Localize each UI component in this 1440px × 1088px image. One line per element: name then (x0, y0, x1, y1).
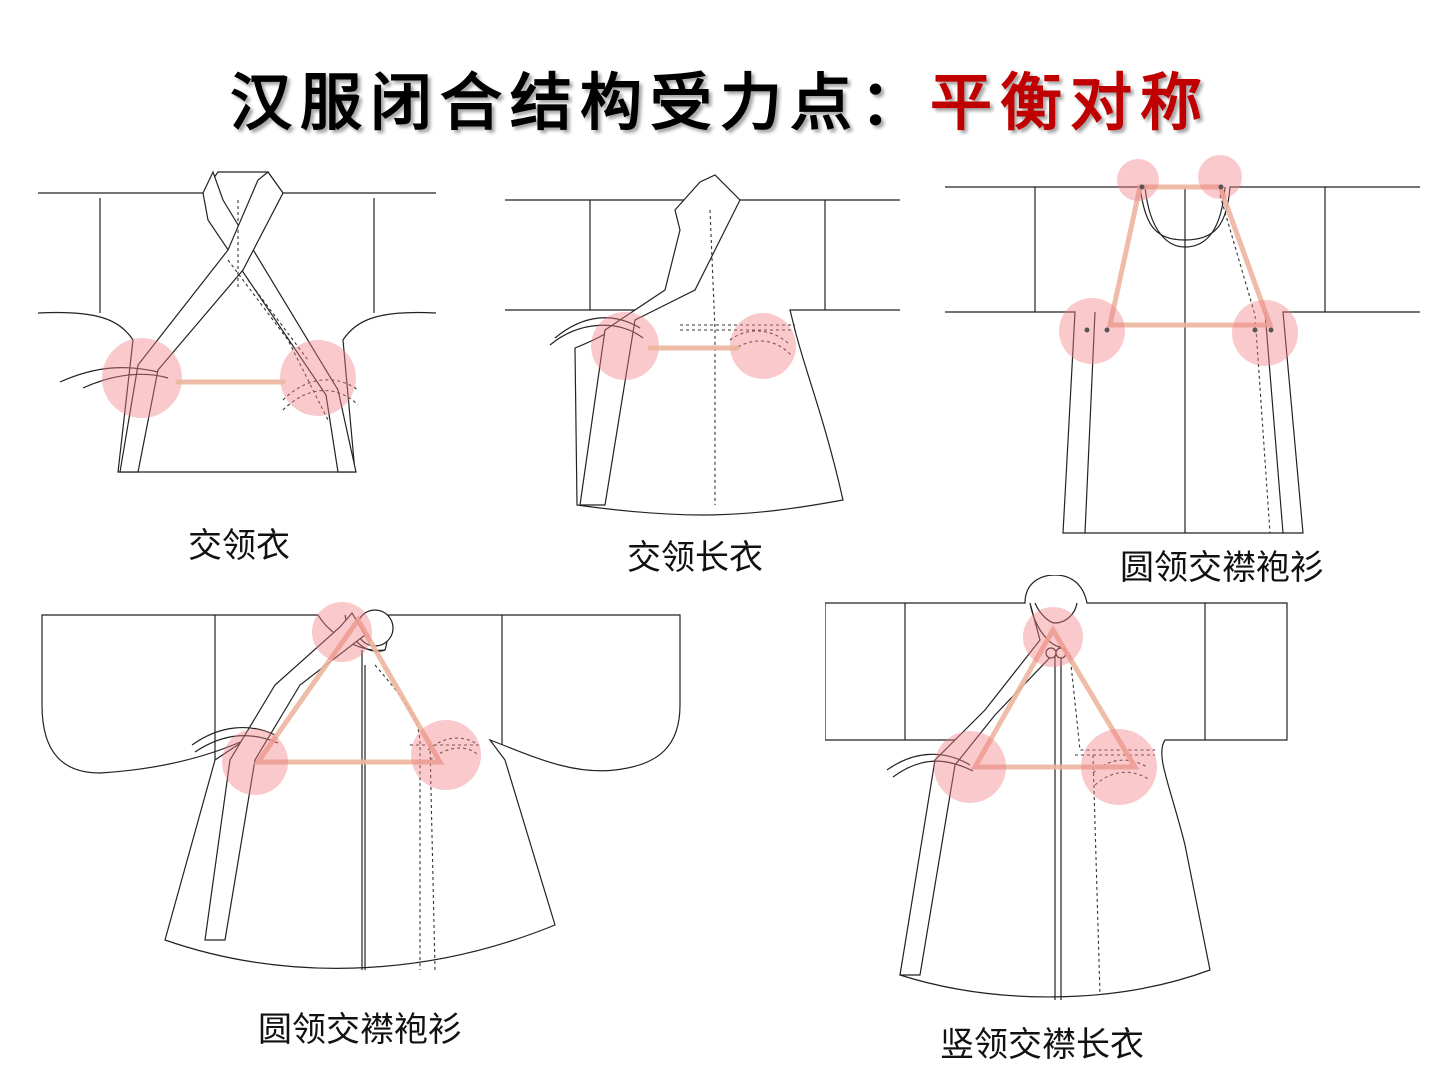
caption-3: 圆领交襟袍衫 (1120, 548, 1324, 588)
jiaoling-changyi-diagram (505, 174, 900, 516)
jiaoling-yi-diagram (38, 170, 437, 473)
stress-point-mid-right (1232, 300, 1298, 366)
caption-5: 竖领交襟长衣 (940, 1025, 1144, 1065)
caption-4: 圆领交襟袍衫 (258, 1010, 462, 1050)
balance-triangle (253, 615, 445, 765)
yuanling-paoshan-diagram-1 (945, 155, 1420, 534)
stress-point-left (222, 729, 288, 795)
balance-triangle (1106, 184, 1274, 328)
stress-point-left (591, 312, 659, 380)
stress-point-left (934, 731, 1006, 803)
balance-triangle (970, 625, 1140, 770)
yuanling-paoshan-diagram-2 (41, 602, 681, 971)
stress-point-top (312, 602, 372, 662)
stress-point-right (280, 340, 356, 416)
stress-point-mid-left (1059, 298, 1125, 364)
stress-point-right (1081, 729, 1157, 805)
caption-1: 交领衣 (188, 526, 290, 566)
stress-point-top-left (1117, 159, 1159, 201)
title-accent: 平衡对称 (930, 66, 1211, 139)
page-title: 汉服闭合结构受力点：平衡对称 (0, 52, 1440, 142)
stress-point-left (102, 338, 182, 418)
title-main: 汉服闭合结构受力点： (229, 66, 930, 139)
caption-2: 交领长衣 (627, 538, 763, 578)
stress-point-right (730, 313, 796, 379)
stress-point-top (1023, 607, 1083, 667)
shuling-changyi-diagram (825, 575, 1288, 1000)
stress-point-top-right (1198, 155, 1242, 199)
stress-point-right (411, 720, 481, 790)
